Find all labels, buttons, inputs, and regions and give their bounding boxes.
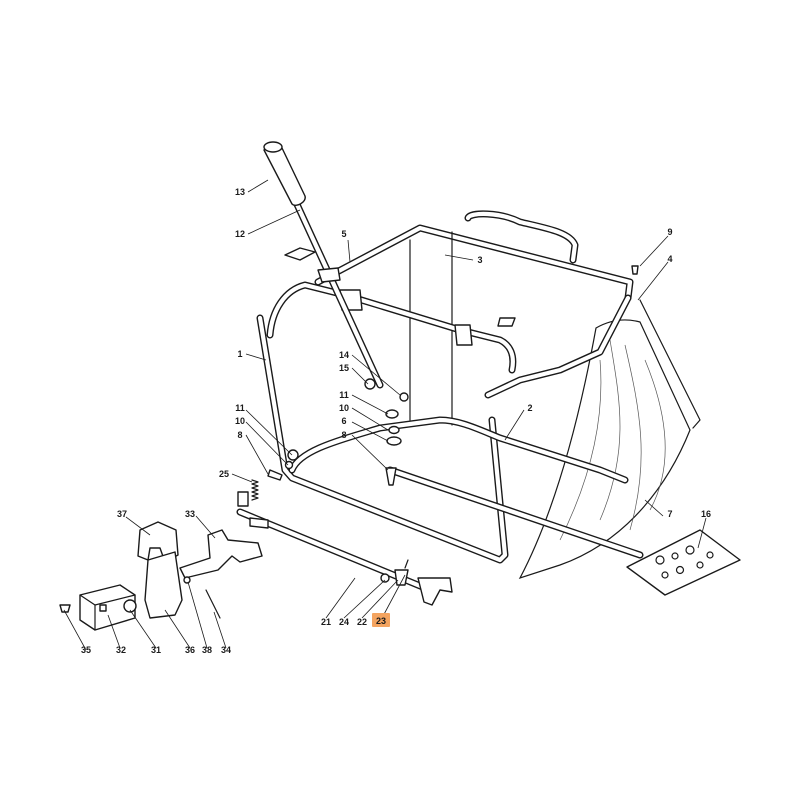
linkage-rod[interactable] <box>236 508 453 606</box>
screw[interactable] <box>59 604 71 613</box>
label-11-a[interactable]: 11 <box>339 390 349 400</box>
part-labels: 13 12 5 3 9 4 1 14 15 11 10 6 8 11 10 8 … <box>81 187 711 655</box>
label-34[interactable]: 34 <box>221 645 231 655</box>
label-9[interactable]: 9 <box>667 227 672 237</box>
bracket-plate[interactable] <box>123 599 137 613</box>
label-10-a[interactable]: 10 <box>339 403 349 413</box>
leader-lines <box>63 179 707 651</box>
label-5[interactable]: 5 <box>341 229 346 239</box>
label-24[interactable]: 24 <box>339 617 349 627</box>
bracket[interactable] <box>144 551 183 619</box>
label-33[interactable]: 33 <box>185 509 195 519</box>
lever[interactable] <box>291 196 384 389</box>
latch-lever[interactable] <box>179 529 263 579</box>
label-21[interactable]: 21 <box>321 617 331 627</box>
spring[interactable] <box>237 479 259 507</box>
label-8-a[interactable]: 8 <box>341 430 346 440</box>
collection-bag[interactable] <box>518 299 701 580</box>
label-15[interactable]: 15 <box>339 363 349 373</box>
label-35[interactable]: 35 <box>81 645 91 655</box>
label-22[interactable]: 22 <box>357 617 367 627</box>
label-11-b[interactable]: 11 <box>235 403 245 413</box>
label-36[interactable]: 36 <box>185 645 195 655</box>
label-38[interactable]: 38 <box>202 645 212 655</box>
label-25[interactable]: 25 <box>219 469 229 479</box>
bag-frame[interactable] <box>256 224 644 564</box>
label-32[interactable]: 32 <box>116 645 126 655</box>
label-1[interactable]: 1 <box>237 349 242 359</box>
label-6[interactable]: 6 <box>341 416 346 426</box>
label-10-b[interactable]: 10 <box>235 416 245 426</box>
lever-pivot-bracket[interactable] <box>284 247 517 374</box>
label-12[interactable]: 12 <box>235 229 245 239</box>
lever-hardware[interactable] <box>364 378 409 486</box>
label-2[interactable]: 2 <box>527 403 532 413</box>
label-7[interactable]: 7 <box>667 509 672 519</box>
label-16[interactable]: 16 <box>701 509 711 519</box>
label-14[interactable]: 14 <box>339 350 349 360</box>
label-3[interactable]: 3 <box>477 255 482 265</box>
top-screw[interactable] <box>631 265 639 275</box>
label-31[interactable]: 31 <box>151 645 161 655</box>
label-4[interactable]: 4 <box>667 254 672 264</box>
highlight-box <box>372 613 390 627</box>
label-13[interactable]: 13 <box>235 187 245 197</box>
handle-grip[interactable] <box>263 141 306 206</box>
latch-pins[interactable] <box>183 576 221 619</box>
rear-handle-loop <box>464 210 579 264</box>
label-8-b[interactable]: 8 <box>237 430 242 440</box>
label-23[interactable]: 23 <box>376 616 386 626</box>
label-37[interactable]: 37 <box>117 509 127 519</box>
hardware-kit[interactable] <box>626 529 741 596</box>
side-hardware[interactable] <box>267 449 299 481</box>
